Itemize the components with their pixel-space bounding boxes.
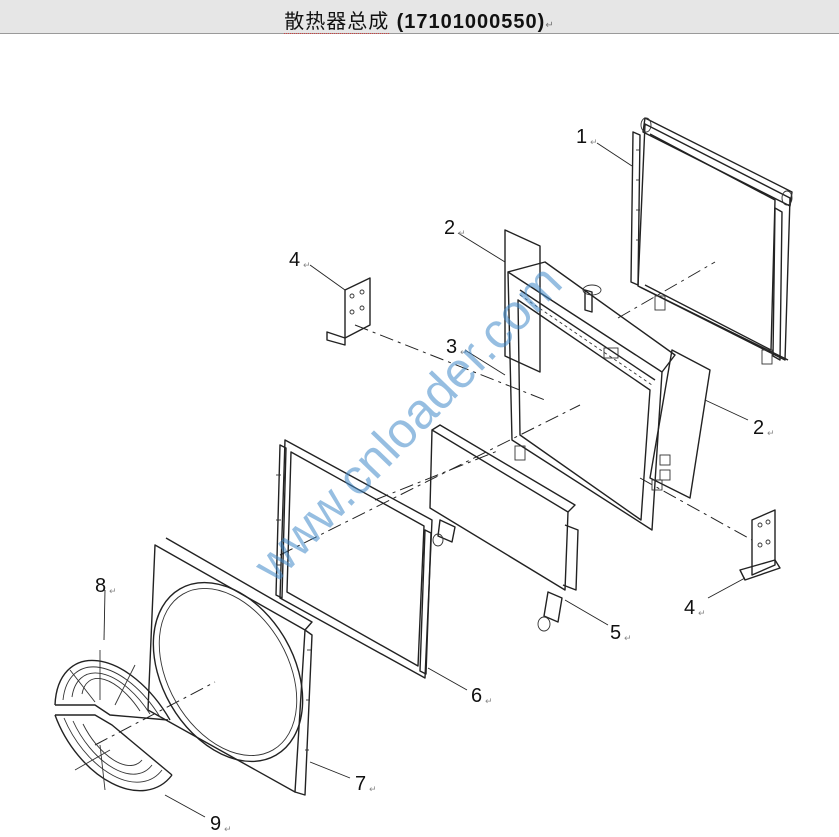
exploded-view-diagram: 1 ↵ 2 ↵ 2 ↵ 3 ↵ 4 ↵ 4 ↵ 5 ↵ 6 ↵ 7 ↵ 8 ↵ … [54, 117, 793, 835]
front-frame [275, 439, 433, 679]
callout-8-mark: ↵ [109, 587, 117, 597]
leader-lines [103, 142, 749, 818]
callout-7: 7 [355, 773, 366, 795]
mounting-bracket-left [326, 277, 371, 346]
watermark: www.cnloader.com [242, 254, 573, 593]
callout-2-rear: 2 [444, 217, 455, 239]
callout-3: 3 [446, 336, 457, 358]
title-part-number: (17101000550) [396, 11, 546, 33]
lower-fan-guard [54, 714, 173, 792]
callout-6-mark: ↵ [485, 697, 493, 707]
title-bar: 散热器总成 (17101000550)↵ [0, 0, 839, 34]
paragraph-mark-icon: ↵ [545, 20, 555, 31]
callout-2-rear-mark: ↵ [458, 229, 466, 239]
callout-4-right: 4 [684, 597, 695, 619]
upper-fan-guard [54, 650, 171, 721]
side-seal-plate-left [504, 229, 541, 373]
callout-6: 6 [471, 685, 482, 707]
callout-9: 9 [210, 813, 221, 835]
cooler [429, 424, 579, 632]
callout-2-right: 2 [753, 417, 764, 439]
callout-3-mark: ↵ [460, 348, 468, 358]
callout-labels: 1 ↵ 2 ↵ 2 ↵ 3 ↵ 4 ↵ 4 ↵ 5 ↵ 6 ↵ 7 ↵ 8 ↵ … [95, 126, 775, 835]
callout-5-mark: ↵ [624, 634, 632, 644]
callout-8: 8 [95, 575, 106, 597]
callout-1: 1 [576, 126, 587, 148]
callout-7-mark: ↵ [369, 785, 377, 795]
radiator-frame [630, 117, 793, 365]
title: 散热器总成 (17101000550)↵ [284, 5, 554, 34]
callout-9-mark: ↵ [224, 825, 232, 835]
callout-4-left: 4 [289, 249, 300, 271]
radiator-core [507, 261, 676, 531]
callout-1-mark: ↵ [590, 138, 598, 148]
callout-2-right-mark: ↵ [767, 429, 775, 439]
callout-4-left-mark: ↵ [303, 261, 311, 271]
fan-shroud [147, 537, 313, 796]
callout-5: 5 [610, 622, 621, 644]
mounting-bracket-right [739, 509, 781, 581]
callout-4-right-mark: ↵ [698, 609, 706, 619]
title-name: 散热器总成 [284, 9, 390, 34]
